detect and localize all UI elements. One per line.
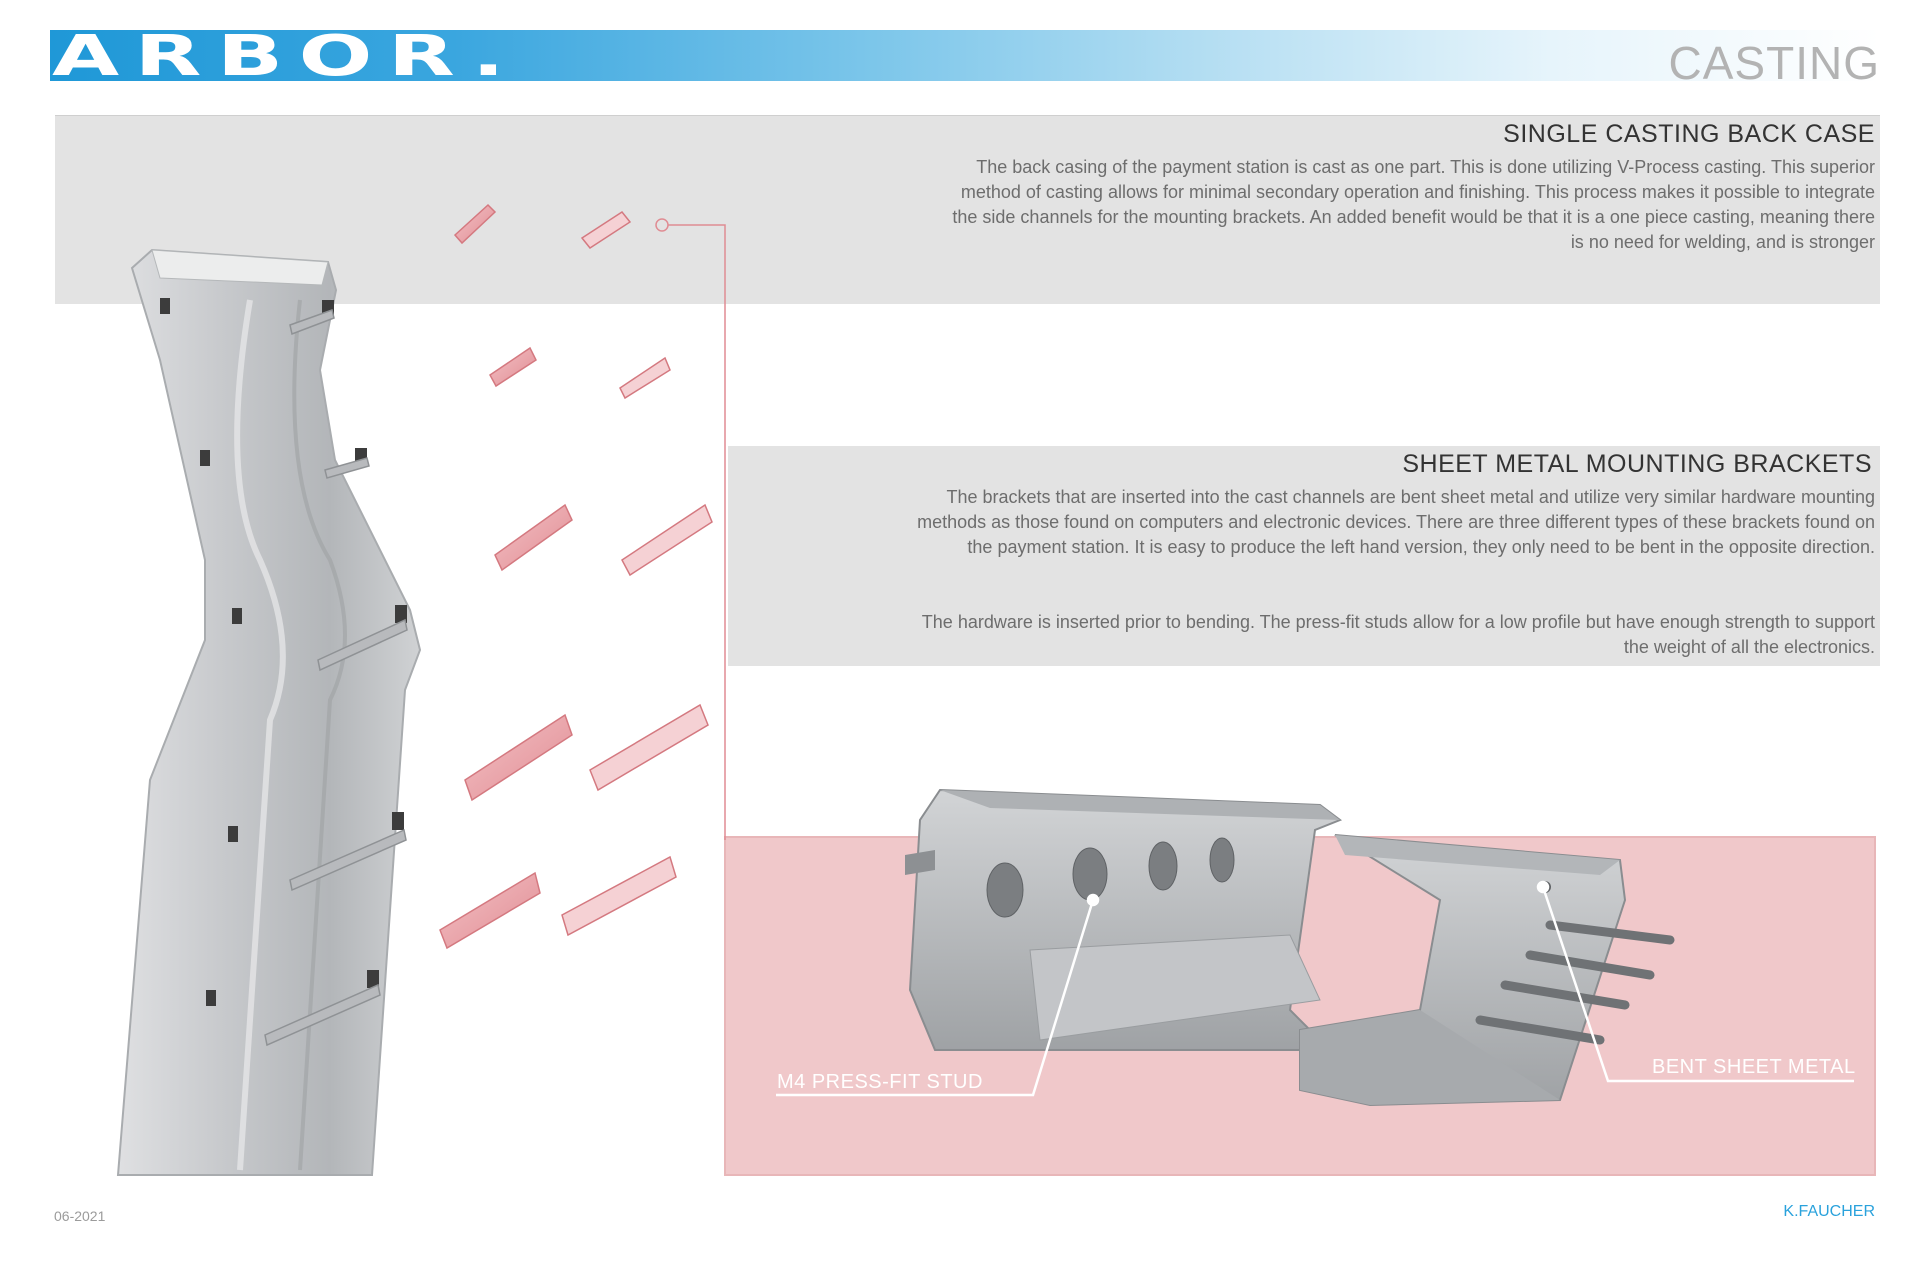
header-gradient-band (50, 30, 1880, 81)
back-case-casting (116, 248, 422, 1176)
footer-author: K.FAUCHER (1783, 1203, 1875, 1221)
casting-description: The back casing of the payment station i… (952, 157, 1875, 252)
casting-heading: SINGLE CASTING BACK CASE (1503, 120, 1875, 148)
page-title: CASTING (1668, 37, 1880, 89)
sheet-metal-callout-label: BENT SHEET METAL (1652, 1056, 1856, 1078)
brackets-heading: SHEET METAL MOUNTING BRACKETS (1402, 450, 1872, 478)
stud-callout-label: M4 PRESS-FIT STUD (777, 1071, 983, 1093)
exploded-brackets (439, 203, 713, 950)
bracket-with-studs (905, 788, 1343, 1051)
author-initial: K. (1783, 1203, 1799, 1220)
leader-line (655, 218, 726, 840)
brackets-description: The brackets that are inserted into the … (917, 487, 1875, 557)
hardware-description: The hardware is inserted prior to bendin… (921, 612, 1875, 657)
author-name: FAUCHER (1798, 1203, 1875, 1220)
casting-info-panel (55, 115, 1880, 304)
arbor-logo: ARBOR. (52, 24, 521, 89)
bent-sheet-bracket (1299, 834, 1675, 1107)
bracket-info-panel (728, 446, 1880, 666)
footer-date: 06-2021 (54, 1208, 106, 1224)
callout-leaders (776, 880, 1854, 1097)
